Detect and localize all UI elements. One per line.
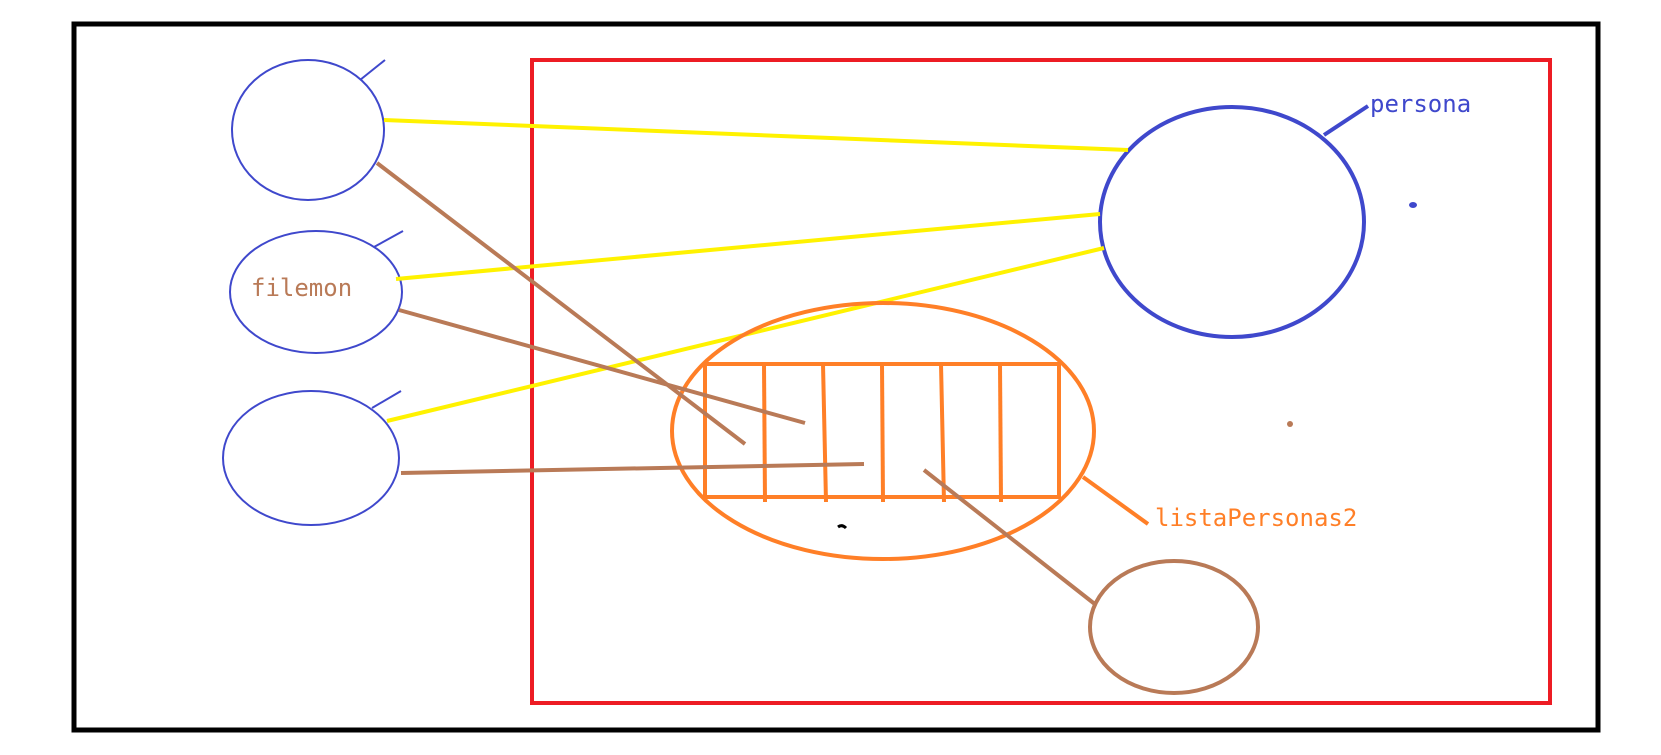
lista-cell-divider [939, 363, 946, 503]
lista-cell-divider [998, 363, 1003, 503]
left-circle-bottom-tick [371, 390, 402, 409]
lista-array [703, 362, 1061, 503]
yellow-line-1 [383, 118, 1129, 152]
brown-references [375, 161, 1098, 607]
left-circle-filemon-tick [373, 230, 404, 248]
lista-pointer [1081, 475, 1150, 526]
lista-label: listaPersonas2 [1155, 504, 1357, 532]
outer-frame [71, 21, 1601, 733]
lista-cell-divider [762, 363, 767, 503]
persona-label: persona [1370, 90, 1471, 118]
left-objects [222, 59, 404, 526]
heap-region [530, 58, 1552, 705]
persona-pointer [1322, 104, 1370, 137]
brown-line-4 [922, 468, 1098, 607]
brown-line-3 [400, 462, 865, 475]
yellow-line-2 [395, 212, 1101, 281]
left-circle-filemon [229, 230, 403, 354]
brown-line-2 [398, 308, 806, 425]
lista-cell-divider [880, 363, 885, 503]
orange-dot [1287, 421, 1293, 427]
lista-ellipse [670, 301, 1096, 561]
brown-line-1 [375, 161, 747, 446]
persona-circle [1098, 105, 1366, 339]
left-circle-bottom [222, 390, 400, 526]
blue-dot [1409, 202, 1417, 208]
left-circle-top [231, 59, 385, 201]
yellow-references [383, 118, 1129, 423]
filemon-object-circle [1088, 559, 1260, 695]
filemon-label: filemon [251, 274, 352, 302]
left-circle-top-tick [359, 59, 386, 81]
black-mark [837, 524, 848, 530]
lista-cell-divider [821, 363, 828, 503]
